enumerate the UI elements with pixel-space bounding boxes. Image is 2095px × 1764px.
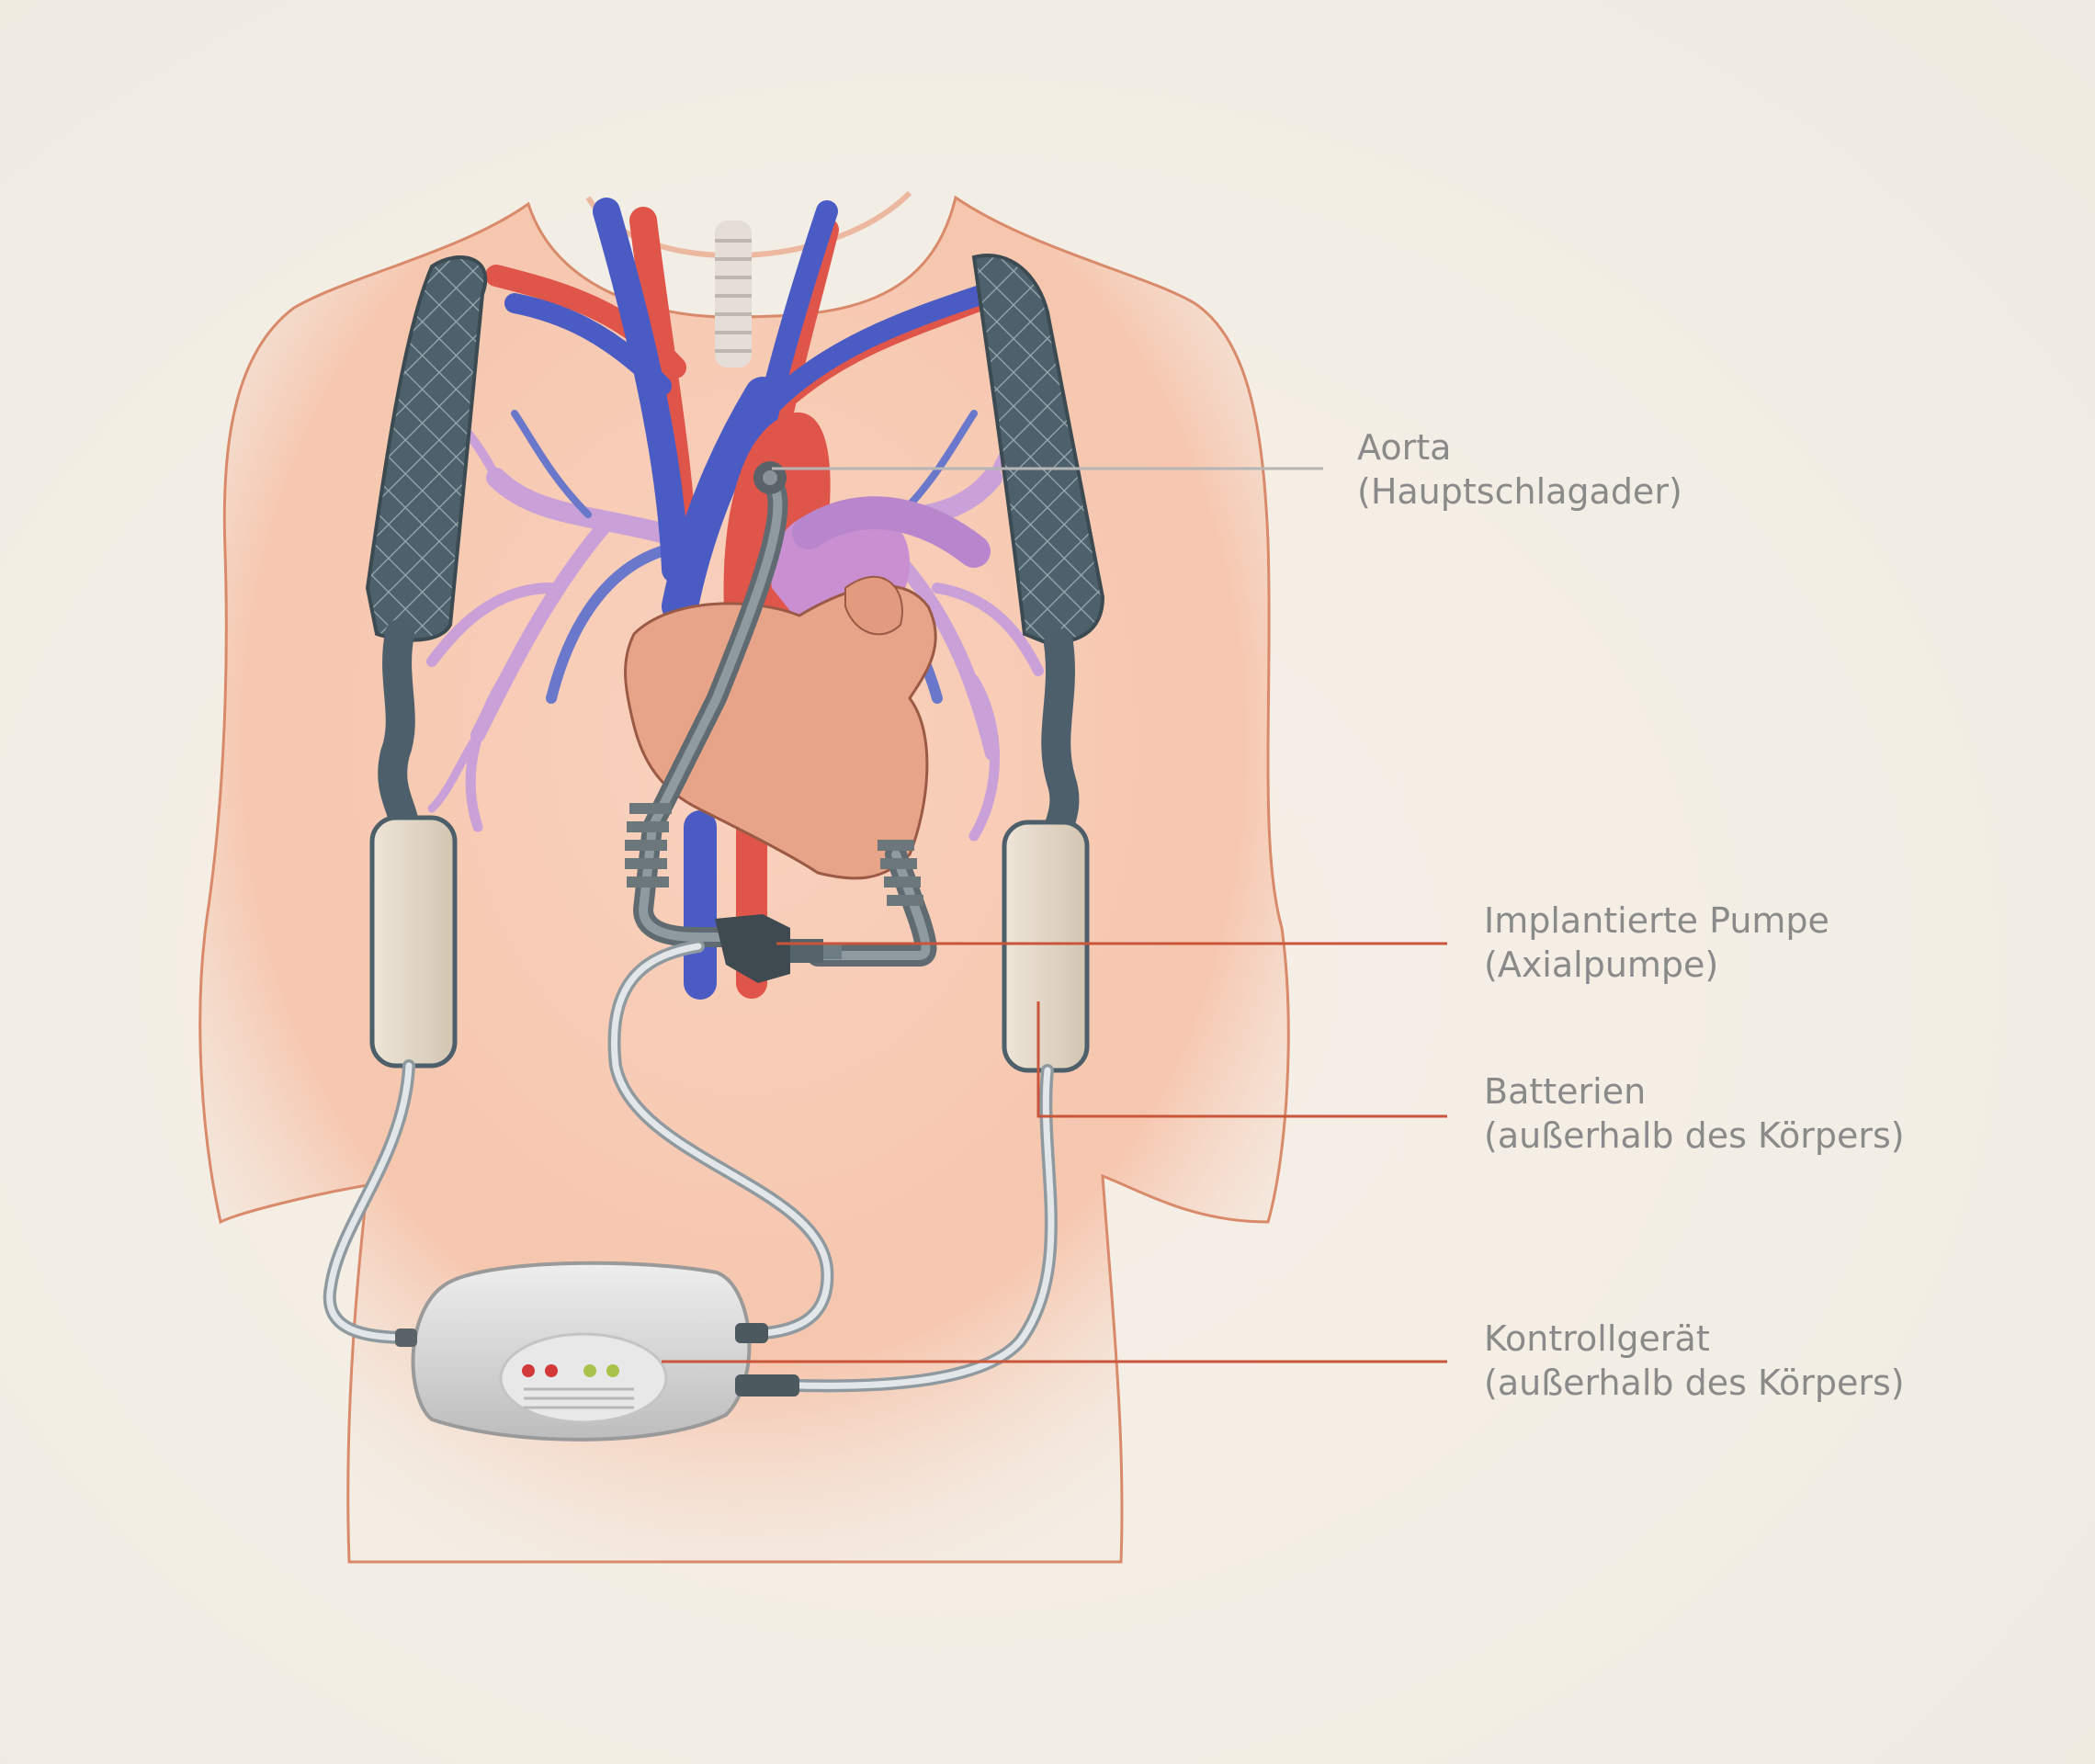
vein-right-branch bbox=[762, 284, 993, 414]
label-control-line1: Kontrollgerät bbox=[1484, 1318, 1710, 1359]
superior-vena-cava bbox=[662, 377, 781, 625]
graft-rings bbox=[625, 803, 923, 906]
led-red-2 bbox=[545, 1364, 558, 1377]
vena-jugular-left bbox=[593, 198, 689, 583]
label-control-line2: (außerhalb des Körpers) bbox=[1484, 1363, 1905, 1403]
strap-lower-left bbox=[378, 619, 419, 842]
label-pump-line1: Implantierte Pumpe bbox=[1484, 900, 1829, 941]
label-battery: Batterien (außerhalb des Körpers) bbox=[1484, 1069, 1905, 1158]
harness-left bbox=[365, 255, 488, 842]
controller-device bbox=[395, 1261, 799, 1442]
strap-lower-right bbox=[1041, 628, 1080, 851]
label-aorta-line2: (Hauptschlagader) bbox=[1357, 471, 1682, 512]
connector-bottom bbox=[735, 1374, 799, 1396]
pulmonary-artery-right bbox=[792, 496, 991, 568]
led-red-1 bbox=[522, 1364, 535, 1377]
vein-left-branch bbox=[504, 293, 672, 396]
trachea bbox=[715, 220, 752, 368]
label-battery-line2: (außerhalb des Körpers) bbox=[1484, 1115, 1905, 1156]
label-control: Kontrollgerät (außerhalb des Körpers) bbox=[1484, 1317, 1905, 1405]
leader-battery bbox=[1036, 1001, 1447, 1118]
battery-right bbox=[1002, 820, 1090, 1073]
label-pump-line2: (Axialpumpe) bbox=[1484, 944, 1719, 985]
heart-atrium bbox=[844, 575, 903, 636]
connector-left bbox=[395, 1329, 417, 1347]
connector-top bbox=[735, 1323, 768, 1343]
label-pump: Implantierte Pumpe (Axialpumpe) bbox=[1484, 899, 1829, 987]
lvad-tubing bbox=[633, 475, 937, 967]
driveline-cables bbox=[323, 940, 1058, 1393]
label-battery-line1: Batterien bbox=[1484, 1071, 1647, 1112]
led-green-1 bbox=[583, 1364, 596, 1377]
heart bbox=[624, 584, 937, 880]
led-green-2 bbox=[606, 1364, 619, 1377]
battery-left bbox=[369, 815, 458, 1069]
leader-lines bbox=[662, 467, 1447, 1363]
label-aorta-line1: Aorta bbox=[1357, 427, 1452, 468]
label-aorta: Aorta (Hauptschlagader) bbox=[1357, 425, 1682, 514]
